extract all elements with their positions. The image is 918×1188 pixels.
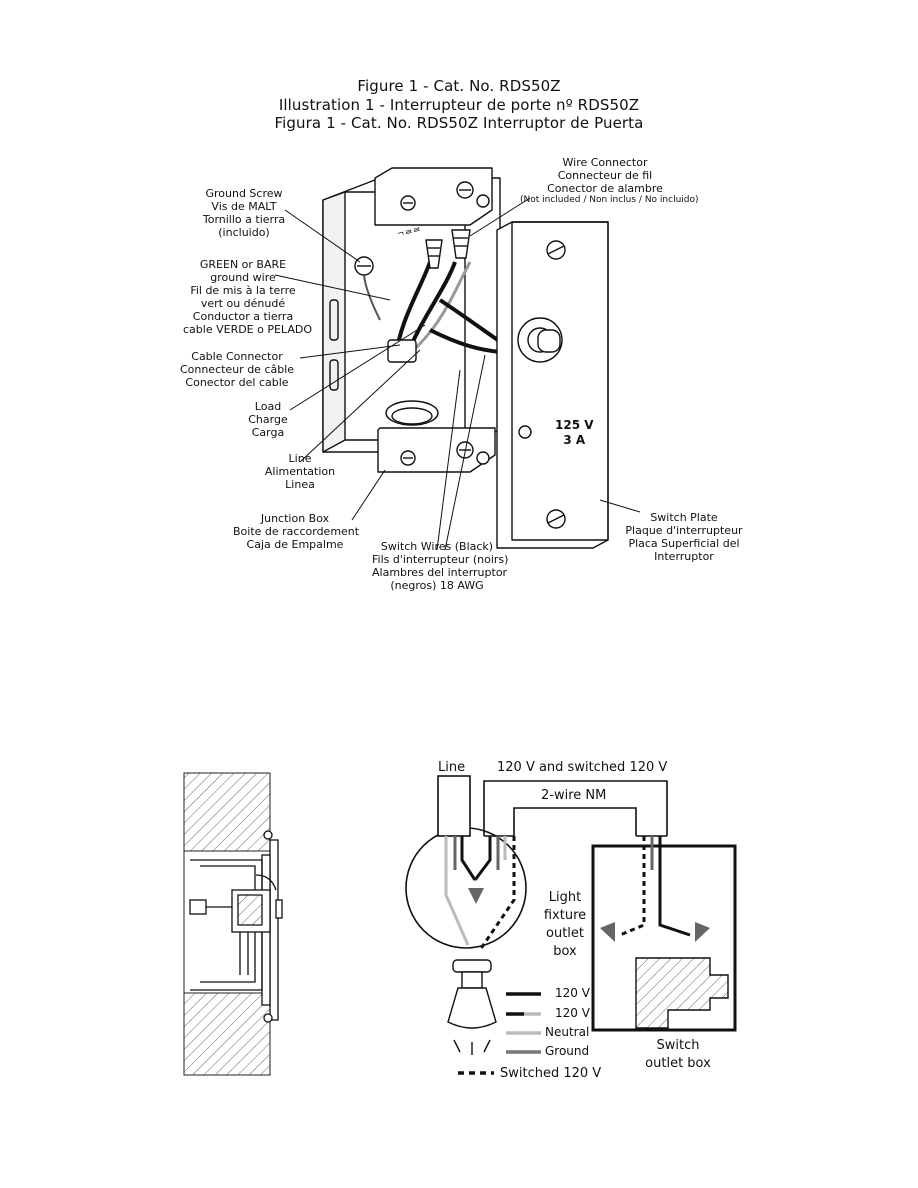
light-fixture-box	[405, 827, 527, 949]
lamp-icon	[447, 959, 497, 1055]
label-line: Line Alimentation Linea	[264, 452, 336, 491]
wiring-line-label: Line	[438, 760, 466, 775]
title-line-fr: Illustration 1 - Interrupteur de porte n…	[278, 95, 640, 114]
plate-rating: 125 V 3 A	[555, 418, 594, 448]
wiring-cable-label: 120 V and switched 120 V	[497, 760, 668, 775]
wiring-nm-label: 2-wire NM	[541, 788, 607, 803]
legend-neutral-label: Neutral	[545, 1025, 590, 1039]
switch-plate	[496, 221, 609, 549]
switch-body	[635, 957, 729, 1029]
label-cable-connector: Cable Connector Connecteur de câble Cone…	[179, 350, 295, 389]
label-ground-screw: Ground Screw Vis de MALT Tornillo a tier…	[202, 187, 286, 239]
switch-box-wires	[600, 836, 710, 942]
label-junction-box: Junction Box Boite de raccordement Caja …	[233, 512, 360, 551]
label-wire-connector: Wire Connector Connecteur de fil Conecto…	[520, 156, 699, 205]
label-switch-plate: Switch Plate Plaque d'interrupteur Placa…	[625, 511, 743, 563]
line-cable	[437, 775, 471, 837]
legend-switched-label: Switched 120 V	[500, 1066, 602, 1081]
wire-connector-note: (Not included / Non inclus / No incluido…	[520, 195, 699, 205]
plate-voltage: 125 V	[555, 418, 594, 432]
title-line-es: Figura 1 - Cat. No. RDS50Z Interruptor d…	[274, 114, 644, 132]
legend-swatches	[458, 992, 541, 1075]
title-line-en: Figure 1 - Cat. No. RDS50Z	[357, 77, 561, 95]
leader-lines	[274, 197, 641, 551]
legend-120v-2-label: 120 V	[555, 1006, 590, 1020]
wall-section	[183, 772, 271, 1076]
label-switch-wires: Switch Wires (Black) Fils d'interrupteur…	[372, 540, 509, 592]
section-hardware	[189, 830, 283, 1023]
light-box-wires	[444, 836, 516, 951]
legend-ground-label: Ground	[545, 1044, 590, 1058]
light-box-label: Light fixture outlet box	[543, 890, 587, 959]
two-wire-cable-inner	[513, 807, 637, 836]
label-load: Load Charge Carga	[248, 400, 288, 439]
two-wire-cable-outer	[483, 780, 668, 836]
label-ground-wire: GREEN or BARE ground wire Fil de mis à l…	[183, 258, 312, 336]
figure-title: Figure 1 - Cat. No. RDS50Z Illustration …	[0, 77, 918, 133]
switch-box-label: Switch outlet box	[645, 1038, 711, 1071]
wire-connectors	[425, 229, 471, 269]
plate-amperage: 3 A	[563, 433, 586, 447]
legend-120v-label: 120 V	[555, 986, 590, 1000]
